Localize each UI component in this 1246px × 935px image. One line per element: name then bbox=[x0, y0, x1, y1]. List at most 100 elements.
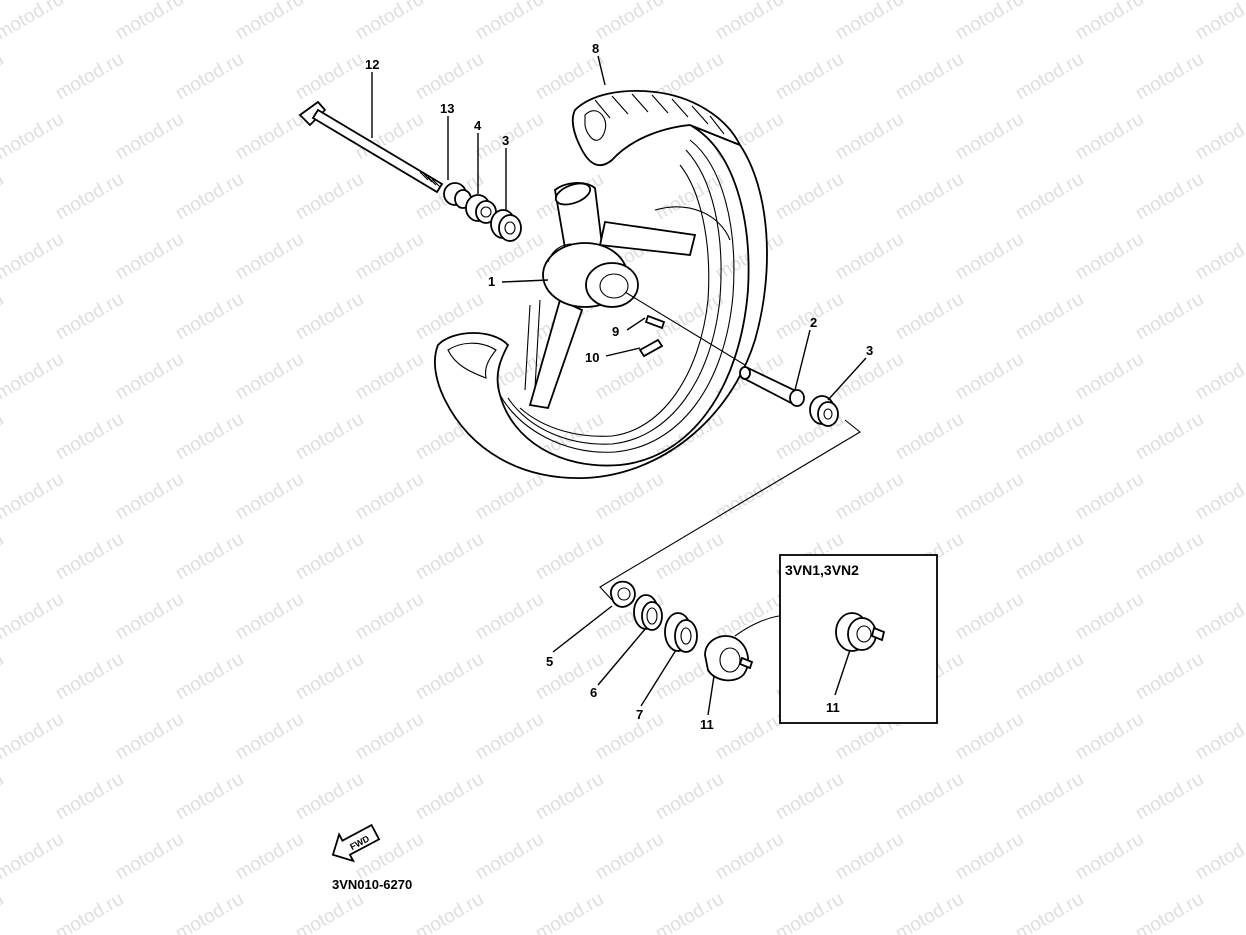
watermark-text: motod.ru bbox=[352, 229, 427, 285]
watermark-text: motod.ru bbox=[472, 469, 547, 525]
watermark-text: motod.ru bbox=[472, 0, 547, 44]
callout-2: 2 bbox=[810, 315, 817, 330]
callout-3b: 3 bbox=[866, 343, 873, 358]
watermark-text: motod.ru bbox=[652, 889, 727, 935]
watermark-text: motod.ru bbox=[1072, 109, 1147, 165]
watermark-text: motod.ru bbox=[772, 769, 847, 825]
watermark-text: motod.ru bbox=[172, 649, 247, 705]
watermark-text: motod.ru bbox=[892, 409, 967, 465]
watermark-text: motod.ru bbox=[292, 649, 367, 705]
watermark-text: motod.ru bbox=[172, 529, 247, 585]
watermark-text: motod.ru bbox=[112, 829, 187, 885]
watermark-text: motod.ru bbox=[1012, 649, 1087, 705]
fwd-arrow-icon: FWD bbox=[331, 823, 381, 863]
watermark-text: motod.ru bbox=[232, 349, 307, 405]
watermark-text: motod.ru bbox=[1132, 769, 1207, 825]
bearing-right bbox=[809, 395, 839, 427]
watermark-text: motod.ru bbox=[112, 229, 187, 285]
watermark-text: motod.ru bbox=[1192, 0, 1246, 44]
watermark-text: motod.ru bbox=[352, 589, 427, 645]
watermark-text: motod.ru bbox=[412, 649, 487, 705]
bearing-left bbox=[490, 209, 522, 242]
callout-10: 10 bbox=[585, 350, 599, 365]
watermark-text: motod.ru bbox=[292, 889, 367, 935]
watermark-text: motod.ru bbox=[0, 709, 67, 765]
watermark-text: motod.ru bbox=[952, 229, 1027, 285]
watermark-text: motod.ru bbox=[832, 229, 907, 285]
watermark-text: motod.ru bbox=[292, 289, 367, 345]
watermark-text: motod.ru bbox=[292, 49, 367, 105]
watermark-text: motod.ru bbox=[772, 889, 847, 935]
watermark-text: motod.ru bbox=[52, 289, 127, 345]
callout-11: 11 bbox=[700, 717, 714, 732]
watermark-text: motod.ru bbox=[712, 0, 787, 44]
watermark-text: motod.ru bbox=[232, 109, 307, 165]
watermark-text: motod.ru bbox=[292, 529, 367, 585]
assembly-guide-line bbox=[599, 419, 861, 601]
watermark-text: motod.ru bbox=[472, 709, 547, 765]
axle-shaft bbox=[298, 100, 444, 194]
watermark-text: motod.ru bbox=[712, 469, 787, 525]
oil-seal-left bbox=[465, 194, 497, 224]
watermark-text: motod.ru bbox=[952, 589, 1027, 645]
watermark-text: motod.ru bbox=[592, 0, 667, 44]
watermark-text: motod.ru bbox=[112, 349, 187, 405]
watermark-text: motod.ru bbox=[52, 409, 127, 465]
watermark-text: motod.ru bbox=[352, 709, 427, 765]
callout-7: 7 bbox=[636, 707, 643, 722]
watermark-text: motod.ru bbox=[532, 769, 607, 825]
watermark-text: motod.ru bbox=[832, 829, 907, 885]
watermark-text: motod.ru bbox=[52, 649, 127, 705]
watermark-text: motod.ru bbox=[412, 49, 487, 105]
watermark-text: motod.ru bbox=[1072, 589, 1147, 645]
watermark-text: motod.ru bbox=[112, 589, 187, 645]
wheel-hub bbox=[524, 182, 731, 410]
watermark-text: motod.ru bbox=[1072, 229, 1147, 285]
watermark-text: motod.ru bbox=[1012, 409, 1087, 465]
watermark-text: motod.ru bbox=[472, 589, 547, 645]
watermark-text: motod.ru bbox=[0, 0, 67, 44]
bearing-lower bbox=[664, 612, 698, 653]
inset-label: 11 bbox=[826, 700, 840, 715]
speedometer-gear-unit bbox=[704, 614, 791, 682]
watermark-text: motod.ru bbox=[52, 49, 127, 105]
variant-inset: 3VN1,3VN2 11 bbox=[779, 554, 938, 724]
circlip bbox=[610, 580, 636, 608]
watermark-text: motod.ru bbox=[0, 169, 7, 225]
watermark-text: motod.ru bbox=[472, 829, 547, 885]
watermark-text: motod.ru bbox=[1072, 0, 1147, 44]
watermark-text: motod.ru bbox=[0, 289, 7, 345]
watermark-text: motod.ru bbox=[652, 529, 727, 585]
watermark-text: motod.ru bbox=[352, 469, 427, 525]
watermark-text: motod.ru bbox=[652, 769, 727, 825]
spacer-tube bbox=[739, 366, 805, 407]
collar bbox=[443, 182, 472, 209]
watermark-text: motod.ru bbox=[172, 289, 247, 345]
watermark-text: motod.ru bbox=[0, 469, 67, 525]
tire bbox=[434, 89, 768, 479]
watermark-text: motod.ru bbox=[1192, 589, 1246, 645]
watermark-text: motod.ru bbox=[532, 529, 607, 585]
watermark-text: motod.ru bbox=[172, 169, 247, 225]
watermark-text: motod.ru bbox=[532, 889, 607, 935]
watermark-text: motod.ru bbox=[0, 529, 7, 585]
watermark-text: motod.ru bbox=[832, 0, 907, 44]
watermark-text: motod.ru bbox=[1072, 349, 1147, 405]
watermark-text: motod.ru bbox=[952, 349, 1027, 405]
watermark-text: motod.ru bbox=[112, 469, 187, 525]
watermark-text: motod.ru bbox=[772, 169, 847, 225]
watermark-text: motod.ru bbox=[1012, 529, 1087, 585]
watermark-text: motod.ru bbox=[412, 529, 487, 585]
diagram-code: 3VN010-6270 bbox=[332, 877, 412, 892]
watermark-text: motod.ru bbox=[832, 469, 907, 525]
watermark-text: motod.ru bbox=[1192, 829, 1246, 885]
watermark-text: motod.ru bbox=[0, 109, 67, 165]
watermark-text: motod.ru bbox=[1012, 889, 1087, 935]
watermark-text: motod.ru bbox=[1132, 649, 1207, 705]
axle-guide-line bbox=[624, 291, 746, 366]
watermark-text: motod.ru bbox=[1012, 769, 1087, 825]
watermark-text: motod.ru bbox=[592, 829, 667, 885]
watermark-text: motod.ru bbox=[1192, 349, 1246, 405]
callout-5: 5 bbox=[546, 654, 553, 669]
inset-title: 3VN1,3VN2 bbox=[785, 562, 859, 578]
